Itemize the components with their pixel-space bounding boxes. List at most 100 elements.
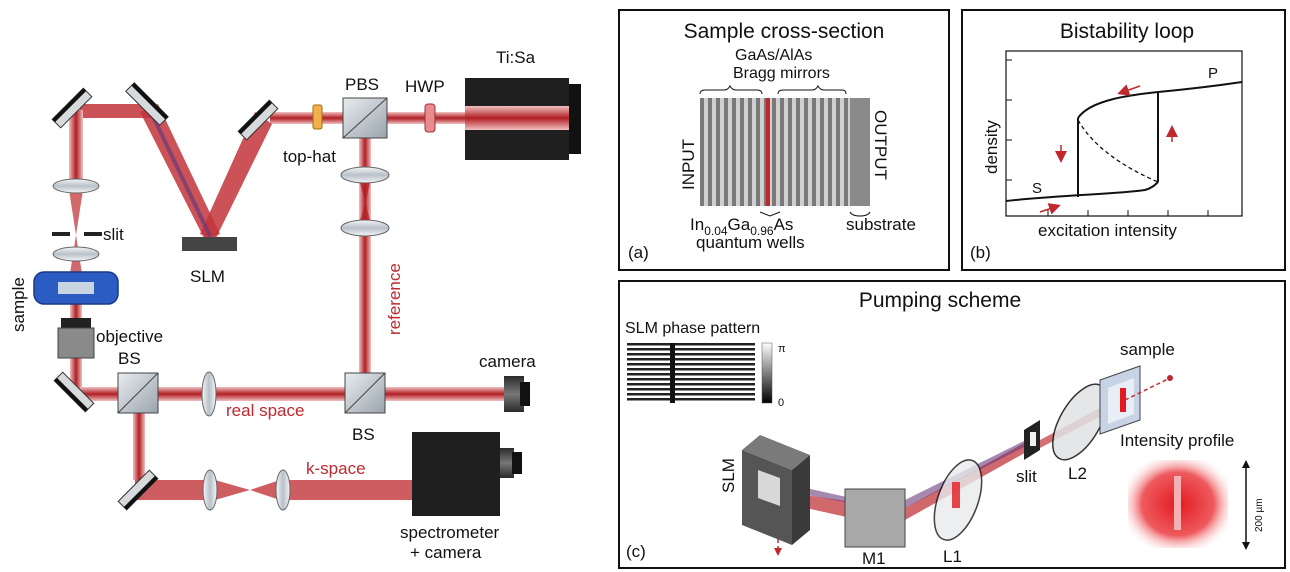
panel-b-label: (b) bbox=[970, 243, 991, 262]
mirror-layer bbox=[800, 98, 804, 206]
arrow-left bbox=[1117, 84, 1141, 96]
lens-l1: L1 bbox=[933, 459, 983, 566]
bs-left: BS bbox=[117, 349, 159, 414]
slm-pattern-title: SLM phase pattern bbox=[625, 320, 760, 337]
mirror-layer bbox=[792, 98, 796, 206]
qw-composition: In0.04Ga0.96As bbox=[690, 215, 793, 238]
panel-a-label: (a) bbox=[628, 243, 649, 262]
slm-phase-pattern bbox=[627, 343, 755, 401]
slm-3d: SLM bbox=[719, 435, 810, 545]
mirror-layer bbox=[740, 98, 744, 206]
label-slit-c: slit bbox=[1016, 467, 1037, 486]
phase-stripe bbox=[627, 348, 755, 351]
branch-p-label: P bbox=[1208, 65, 1218, 82]
camera: camera bbox=[479, 352, 536, 412]
left-lenses: slit bbox=[52, 178, 124, 262]
mirror-layer bbox=[836, 98, 840, 206]
realspace-lens bbox=[201, 371, 217, 417]
panel-c-title: Pumping scheme bbox=[859, 289, 1021, 312]
phase-stripe bbox=[627, 383, 755, 386]
colorbar-top: π bbox=[778, 343, 786, 355]
slm-block: SLM bbox=[182, 237, 237, 286]
qw-label: quantum wells bbox=[696, 233, 805, 252]
beam-v-purple bbox=[148, 109, 212, 237]
phase-stripe bbox=[627, 373, 755, 376]
label-m1: M1 bbox=[862, 549, 886, 568]
label-pbs: PBS bbox=[345, 75, 379, 94]
mirror-layer bbox=[748, 98, 752, 206]
label-sample-c: sample bbox=[1120, 340, 1175, 359]
hwp: HWP bbox=[405, 77, 445, 133]
slit-c: slit bbox=[1016, 420, 1040, 486]
mirror-layer bbox=[760, 98, 764, 206]
layer-stack bbox=[700, 98, 852, 206]
label-bs-left: BS bbox=[118, 349, 141, 368]
phase-stripe bbox=[627, 363, 755, 366]
mirror-layer bbox=[776, 98, 780, 206]
phase-stripe bbox=[627, 353, 755, 356]
tisa-laser: Ti:Sa bbox=[465, 48, 581, 160]
sample-c: sample bbox=[1099, 340, 1175, 435]
label-objective: objective bbox=[96, 327, 163, 346]
mirror-layer bbox=[824, 98, 828, 206]
mirror-layer bbox=[708, 98, 712, 206]
mirror-layer bbox=[772, 98, 776, 206]
pbs-cube: PBS bbox=[342, 75, 388, 139]
bragg-line-1: GaAs/AlAs bbox=[735, 47, 812, 64]
mirror-layer bbox=[752, 98, 756, 206]
label-slm: SLM bbox=[190, 267, 225, 286]
mirror-layer bbox=[756, 98, 760, 206]
sample-holder: sample bbox=[9, 271, 119, 332]
mirror-layer bbox=[832, 98, 836, 206]
lower-branch bbox=[1005, 181, 1159, 202]
label-l2: L2 bbox=[1068, 464, 1087, 483]
label-hwp: HWP bbox=[405, 77, 445, 96]
phase-stripe bbox=[627, 378, 755, 381]
panel-b: Bistability loop P S density excitation … bbox=[961, 9, 1286, 271]
qw-brace bbox=[759, 211, 781, 217]
label-spectrometer-1: spectrometer bbox=[400, 523, 500, 542]
tophat-element: top-hat bbox=[283, 104, 336, 166]
label-spectrometer-2: + camera bbox=[410, 543, 482, 562]
mirror-layer bbox=[788, 98, 792, 206]
bragg-brace-left bbox=[699, 84, 763, 95]
label-slit: slit bbox=[103, 225, 124, 244]
mirror-layer bbox=[804, 98, 808, 206]
reference-lenses bbox=[340, 166, 390, 237]
mirror-layer bbox=[840, 98, 844, 206]
mirror-layer bbox=[720, 98, 724, 206]
label-input: INPUT bbox=[679, 139, 698, 190]
beam-v-right bbox=[200, 112, 272, 240]
phase-stripe bbox=[627, 368, 755, 371]
objective: objective bbox=[57, 318, 163, 359]
mirror-layer bbox=[716, 98, 720, 206]
mirror-layer bbox=[712, 98, 716, 206]
mirror-layer bbox=[736, 98, 740, 206]
panel-a: Sample cross-section GaAs/AlAs Bragg mir… bbox=[618, 9, 950, 271]
spectrometer: spectrometer + camera bbox=[400, 432, 522, 562]
mirror-layer bbox=[728, 98, 732, 206]
bs-right: BS bbox=[344, 372, 386, 444]
mirror-layer bbox=[784, 98, 788, 206]
optical-setup: Ti:Sa HWP PBS top-hat reference bbox=[9, 48, 581, 562]
mirrors bbox=[51, 82, 279, 511]
beam-focus-slit bbox=[69, 190, 83, 280]
panel-b-title: Bistability loop bbox=[1060, 20, 1194, 43]
label-intensity-profile: Intensity profile bbox=[1120, 431, 1234, 450]
phase-stripe bbox=[627, 393, 755, 396]
label-sample: sample bbox=[9, 277, 28, 332]
mirror-layer bbox=[700, 98, 704, 206]
colorbar-bottom: 0 bbox=[778, 397, 784, 409]
label-output: OUTPUT bbox=[871, 110, 890, 180]
unstable-branch bbox=[1077, 119, 1159, 183]
arrow-up-right bbox=[1039, 203, 1061, 215]
mirror-layer bbox=[704, 98, 708, 206]
panel-c-label: (c) bbox=[626, 542, 646, 561]
panel-c: Pumping scheme SLM phase pattern π 0 SLM bbox=[618, 280, 1286, 569]
substrate-layer bbox=[850, 98, 870, 206]
label-substrate: substrate bbox=[846, 215, 916, 234]
label-camera: camera bbox=[479, 352, 536, 371]
mirror-layer bbox=[796, 98, 800, 206]
label-tophat: top-hat bbox=[283, 147, 336, 166]
